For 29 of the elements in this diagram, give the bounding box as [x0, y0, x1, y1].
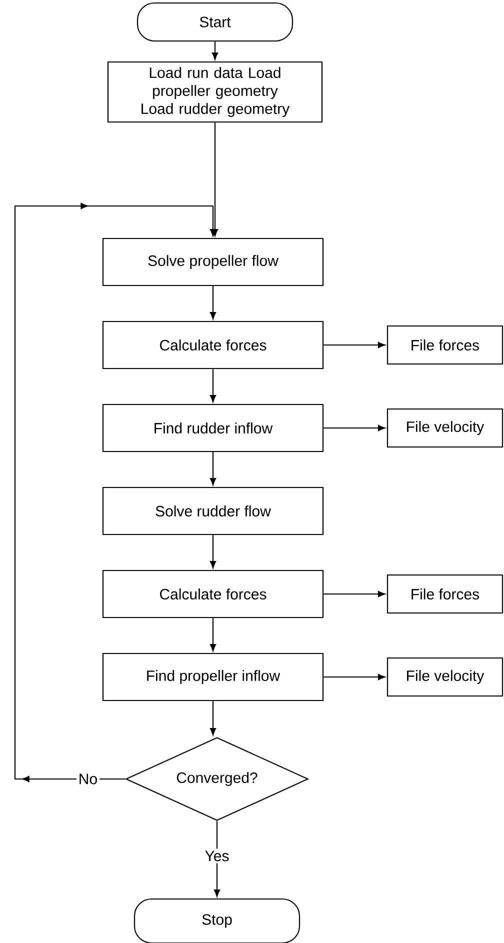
process-box: Solve propeller flow — [102, 238, 324, 286]
terminal-box: Stop — [134, 898, 300, 943]
arrow — [14, 202, 216, 782]
arrow — [210, 618, 216, 652]
process-box: Solve rudder flow — [102, 486, 324, 536]
arrow — [324, 424, 386, 432]
process-box: File velocity — [386, 408, 504, 448]
arrow — [324, 590, 386, 598]
process-box: File forces — [386, 325, 504, 365]
process-box: Calculate forces — [102, 320, 324, 370]
process-box: Find propeller inflow — [102, 652, 324, 702]
arrow — [214, 821, 220, 897]
edge-label: No — [76, 772, 100, 786]
process-box: File velocity — [386, 657, 504, 697]
arrow — [210, 286, 216, 320]
process-box: Find rudder inflow — [102, 404, 324, 452]
arrow — [212, 42, 218, 60]
edge-label: Yes — [202, 848, 232, 864]
process-box: File forces — [386, 574, 504, 614]
arrow — [210, 535, 216, 568]
arrow — [324, 342, 386, 348]
process-box: Load run data Load propeller geometry Load rudder geometry — [107, 61, 323, 123]
arrow — [210, 369, 216, 402]
terminal-box: Start — [136, 2, 294, 42]
arrow — [212, 122, 218, 236]
process-box: Calculate forces — [102, 570, 324, 618]
arrow — [210, 452, 216, 486]
arrow — [324, 674, 386, 680]
arrow — [210, 701, 216, 736]
